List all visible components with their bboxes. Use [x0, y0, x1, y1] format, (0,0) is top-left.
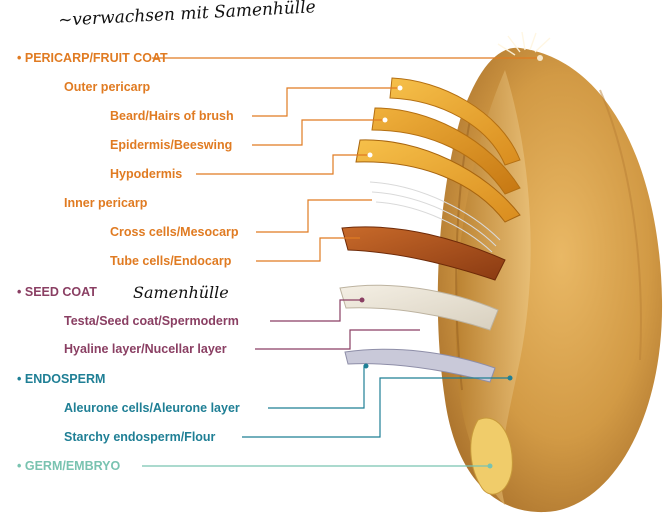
leader-cross [256, 199, 372, 233]
label-starchy-endosperm: Starchy endosperm/Flour [64, 430, 216, 444]
section-title-seed-coat: • SEED COAT [17, 285, 97, 299]
leader-epidermis [252, 119, 385, 146]
cross-cells-layer [369, 181, 501, 253]
leader-dot-testa [359, 297, 365, 303]
label-hyaline: Hyaline layer/Nucellar layer [64, 342, 227, 356]
label-testa: Testa/Seed coat/Spermoderm [64, 314, 239, 328]
handwritten-seed-coat-note: Samenhülle [133, 283, 229, 302]
bullet-seed-coat: • [17, 285, 25, 299]
label-epidermis: Epidermis/Beeswing [110, 138, 233, 152]
leader-starchy [242, 377, 510, 438]
seed-coat-layers [339, 284, 499, 383]
label-aleurone: Aleurone cells/Aleurone layer [64, 401, 240, 415]
leader-dot-pericarp [537, 55, 543, 61]
germ-embryo [470, 417, 513, 495]
leader-hypodermis [196, 154, 370, 175]
label-cross-cells: Cross cells/Mesocarp [110, 225, 239, 239]
leader-lines [142, 57, 540, 467]
leader-beard [252, 87, 400, 117]
leader-dot-germ [487, 463, 493, 469]
label-tube-cells: Tube cells/Endocarp [110, 254, 232, 268]
leader-tube [256, 237, 360, 262]
leader-testa [270, 299, 362, 322]
label-beard-hairs: Beard/Hairs of brush [110, 109, 234, 123]
leader-aleurone [268, 365, 366, 409]
section-title-pericarp: • PERICARP/FRUIT COAT [17, 51, 168, 65]
leader-dot-hypodermis [367, 152, 373, 158]
bullet-germ: • [17, 459, 25, 473]
leader-dot-epidermis [382, 117, 388, 123]
leader-dot-beard [397, 85, 403, 91]
leader-dot-starchy [507, 375, 513, 381]
bullet-pericarp: • [17, 51, 25, 65]
section-title-germ: • GERM/EMBRYO [17, 459, 121, 473]
label-outer-pericarp: Outer pericarp [64, 80, 151, 94]
bullet-endosperm: • [17, 372, 25, 386]
leader-dot-aleurone [363, 363, 369, 369]
label-inner-pericarp: Inner pericarp [64, 196, 148, 210]
section-title-endosperm: • ENDOSPERM [17, 372, 106, 386]
pericarp-layers [341, 77, 521, 281]
leader-hyaline [255, 329, 420, 350]
label-hypodermis: Hypodermis [110, 167, 183, 181]
